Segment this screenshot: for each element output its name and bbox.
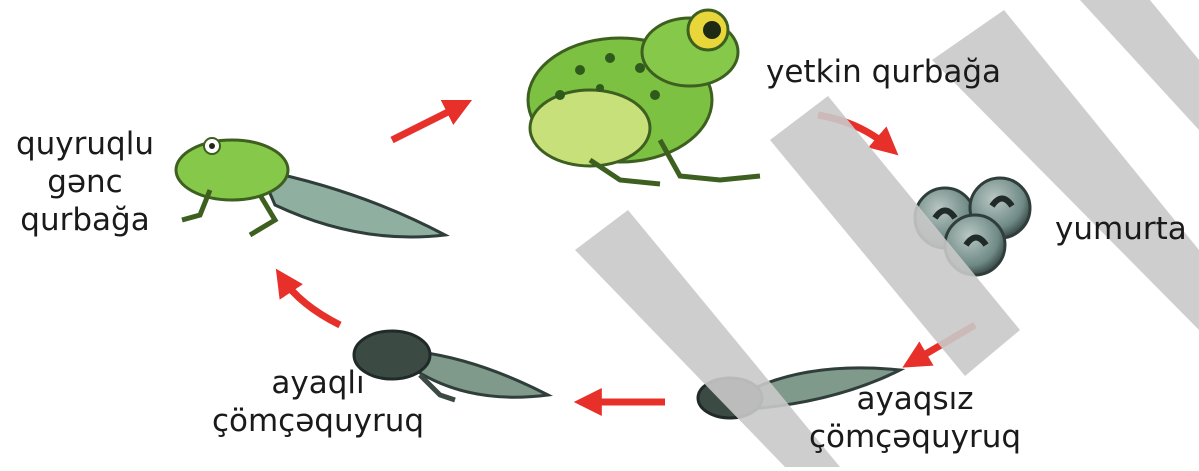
label-legged-tadpole: ayaqlı çömçəquyruq bbox=[198, 364, 438, 440]
arrow-young-to-adult bbox=[392, 105, 462, 140]
label-young-frog: quyruqlu gənc qurbağa bbox=[0, 125, 170, 239]
label-legless-tadpole: ayaqsız çömçəquyruq bbox=[805, 380, 1025, 456]
label-young-frog-line3: qurbağa bbox=[0, 201, 170, 239]
arrow-legged-to-young bbox=[282, 278, 340, 325]
young-frog-illustration bbox=[176, 138, 445, 237]
label-adult-frog: yetkin qurbağa bbox=[766, 53, 1001, 91]
label-legless-tadpole-line2: çömçəquyruq bbox=[805, 418, 1025, 456]
label-legged-tadpole-line1: ayaqlı bbox=[198, 364, 438, 402]
label-legless-tadpole-line1: ayaqsız bbox=[805, 380, 1025, 418]
label-legged-tadpole-line2: çömçəquyruq bbox=[198, 402, 438, 440]
label-young-frog-line1: quyruqlu bbox=[0, 125, 170, 163]
label-eggs: yumurta bbox=[1055, 210, 1187, 248]
adult-frog-illustration bbox=[528, 10, 760, 184]
label-young-frog-line2: gənc bbox=[0, 163, 170, 201]
